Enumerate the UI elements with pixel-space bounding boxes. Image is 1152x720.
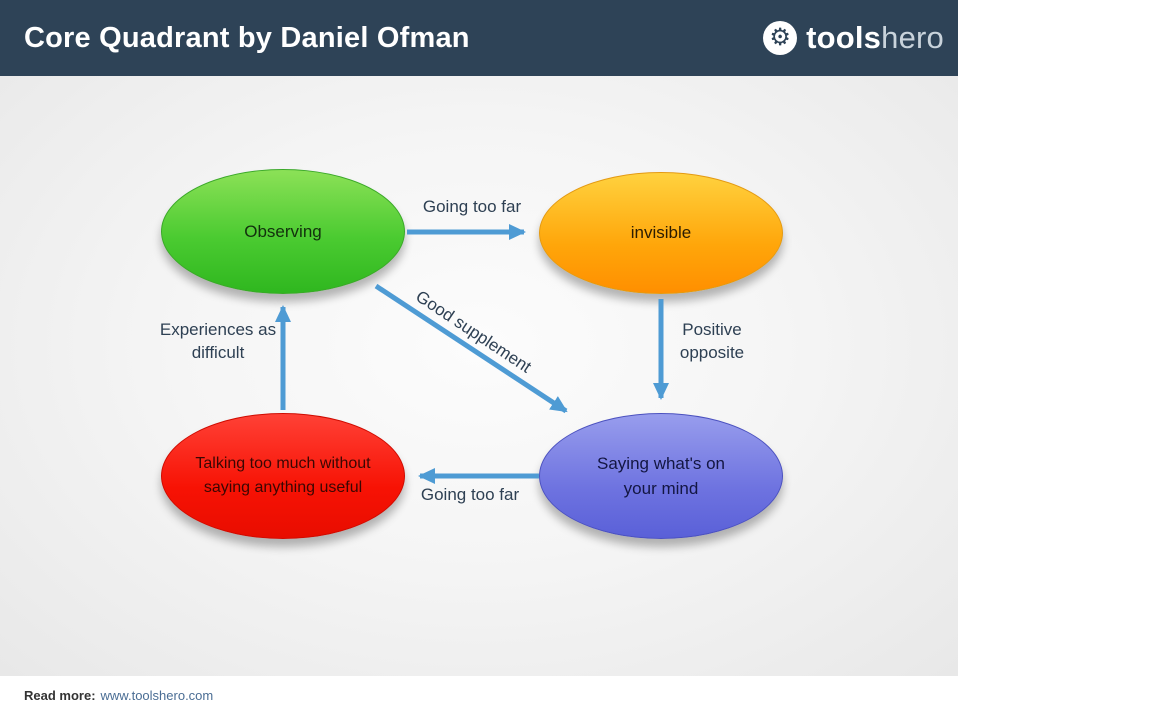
arrows-layer [275,224,669,484]
page-title: Core Quadrant by Daniel Ofman [24,21,470,54]
edge-label-good-supplement: Good supplement [412,286,535,377]
node-talking-too-much-label: Talking too much without saying anything… [195,455,371,496]
node-talking-too-much: Talking too much without saying anything… [161,413,405,539]
read-more-label: Read more: [24,688,96,703]
node-observing-label: Observing [244,221,322,241]
node-saying-whats-on-your-mind-label: Saying what's on your mind [597,453,725,499]
brand-text: toolshero [806,20,944,56]
diagram-canvas: Observing invisible Talking too much wit… [0,76,958,676]
toolshero-logo: ⚙ toolshero [763,20,944,56]
edge-label-going-too-far-bottom: Going too far [420,485,520,504]
content-panel: Core Quadrant by Daniel Ofman ⚙ toolsher… [0,0,958,703]
footer-url: www.toolshero.com [100,688,214,703]
edge-label-going-too-far-top: Going too far [422,197,522,216]
edge-label-positive-opposite: Positive opposite [679,320,745,362]
arrow-observing-to-saying-diagonal [374,283,568,414]
node-saying-whats-on-your-mind: Saying what's on your mind [539,413,783,539]
node-observing: Observing [161,169,405,294]
header-bar: Core Quadrant by Daniel Ofman ⚙ toolsher… [0,0,958,76]
gear-icon: ⚙ [763,21,798,55]
brand-bold: tools [806,20,882,55]
footer: Read more: www.toolshero.com [24,688,213,703]
brand-light: hero [881,20,944,55]
node-invisible: invisible [539,172,783,294]
node-invisible-label: invisible [630,223,692,243]
edge-label-experiences-as-difficult: Experiences as difficult [159,320,277,362]
